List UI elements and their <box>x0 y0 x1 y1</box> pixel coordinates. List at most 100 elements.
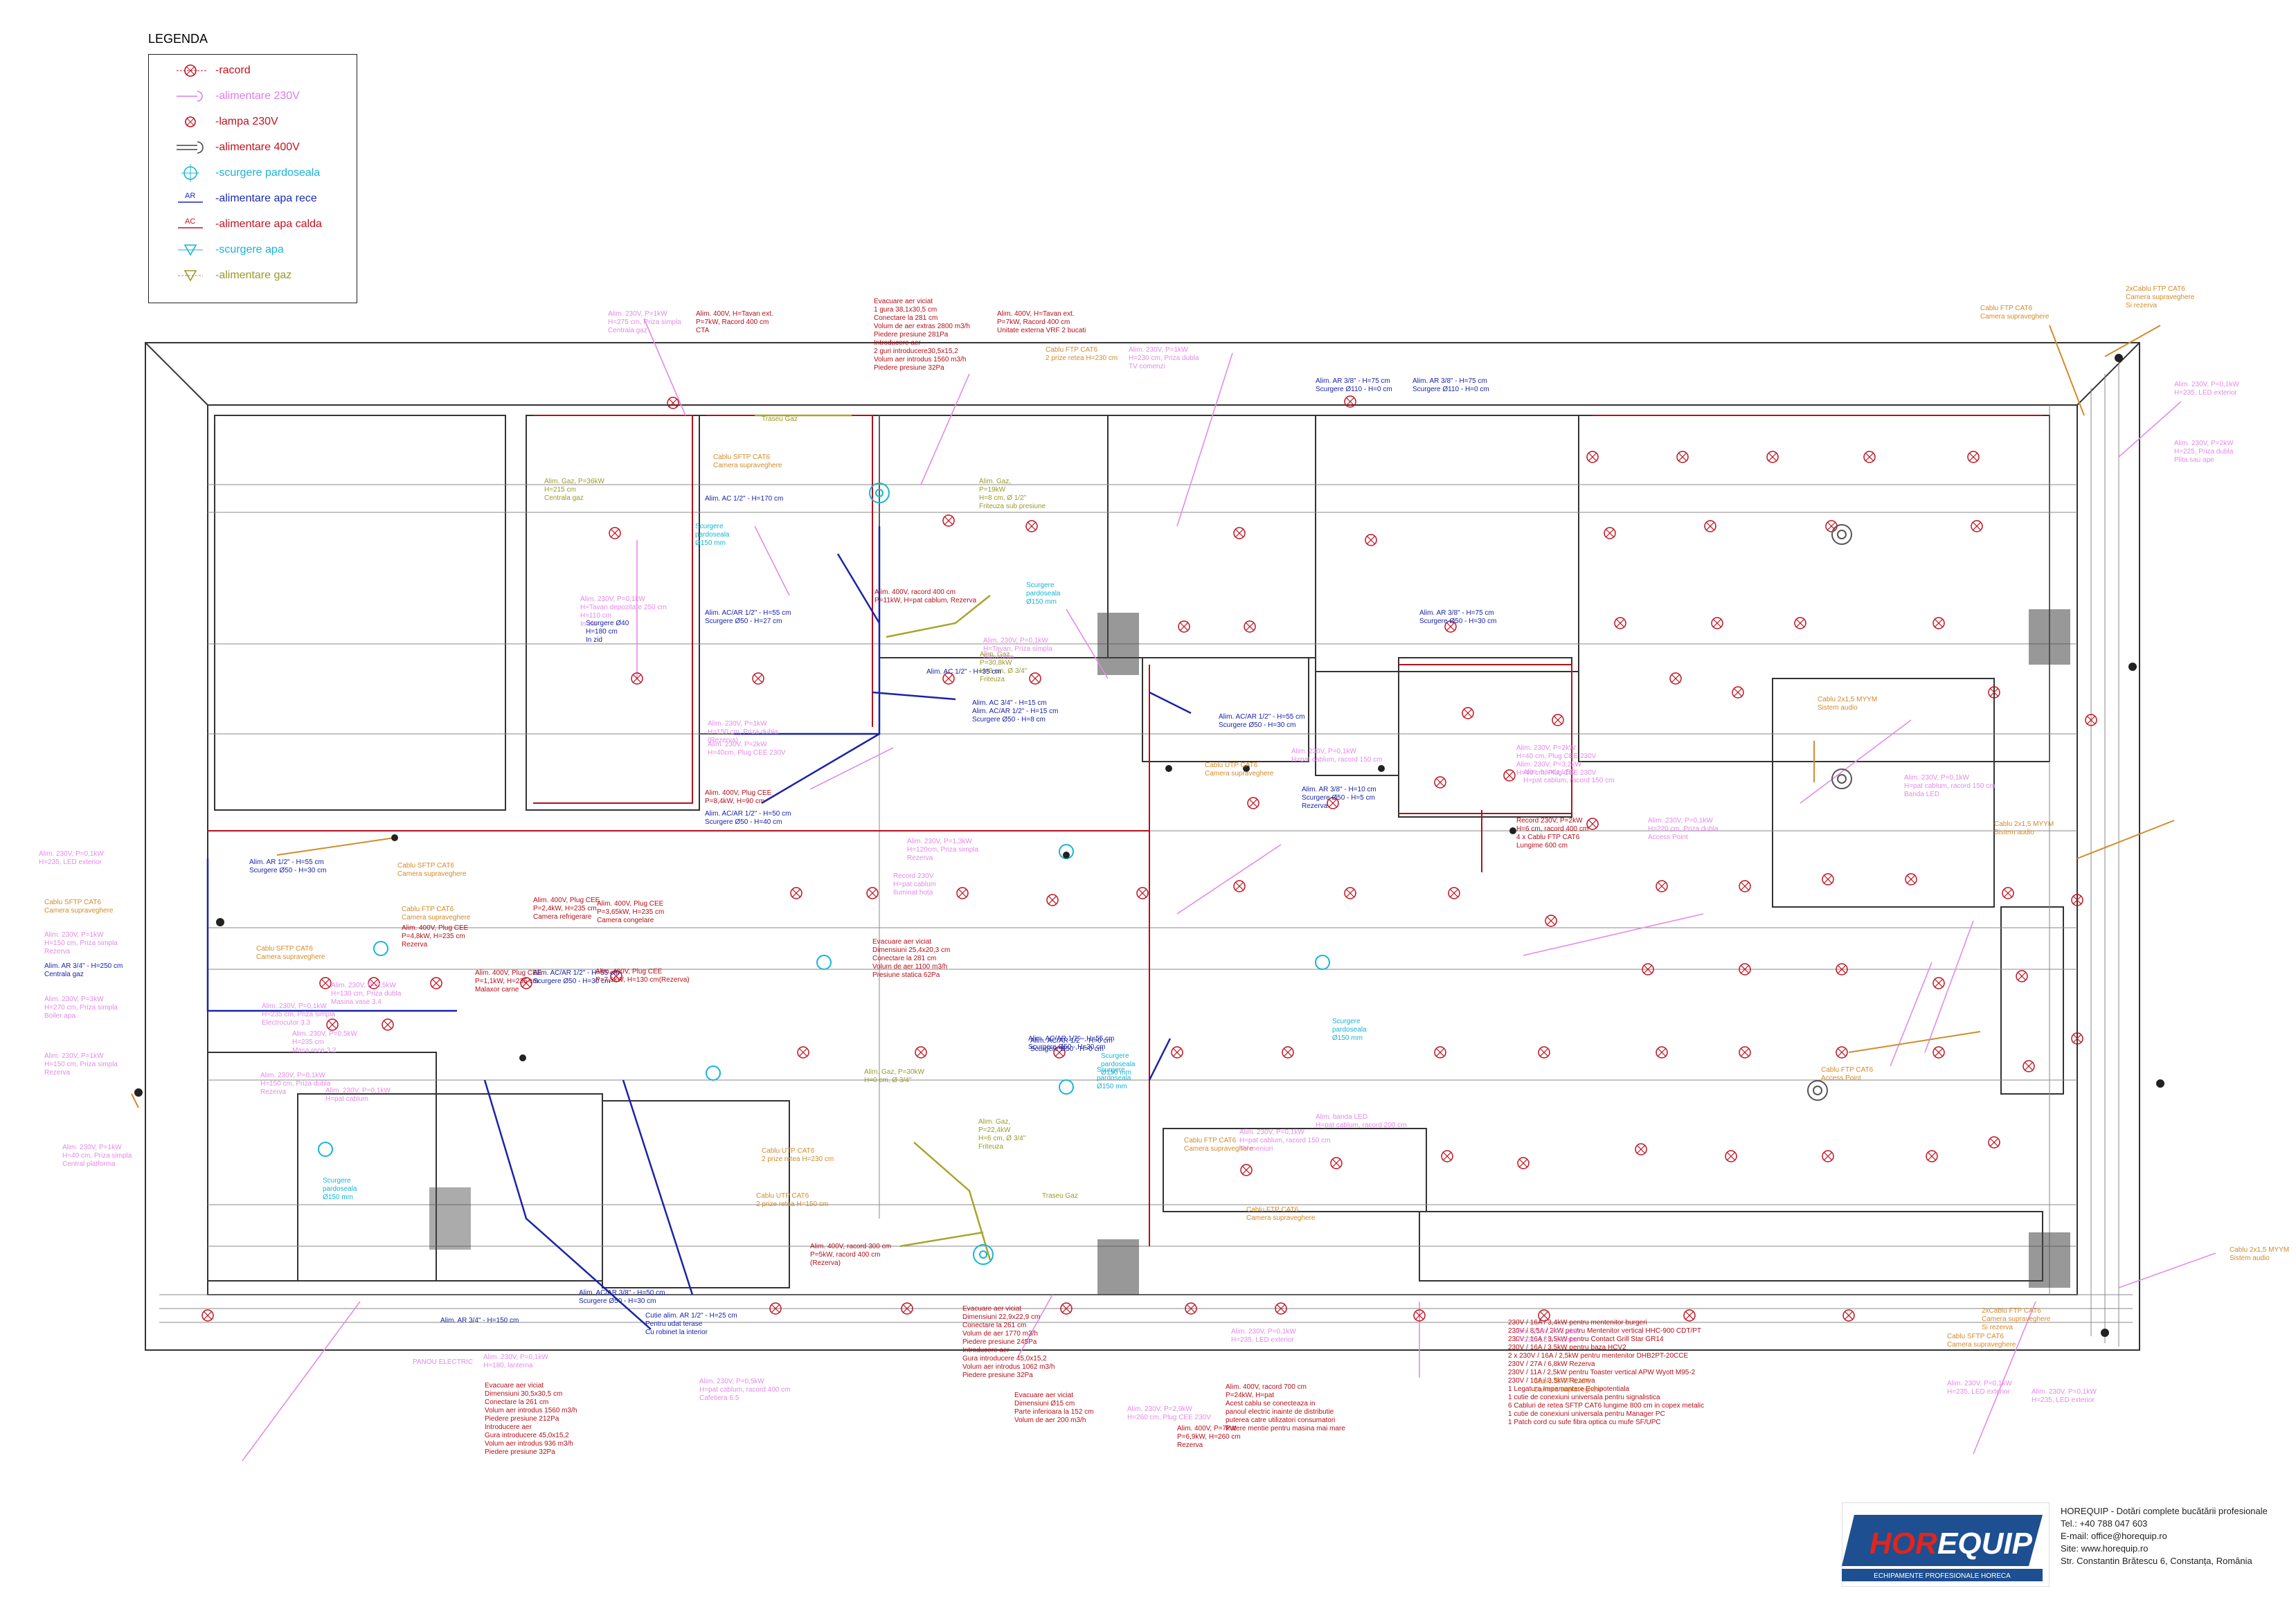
lamp-icon <box>1046 894 1059 906</box>
lamp-icon <box>1711 617 1723 629</box>
plan-annotation: Alim. 230V, P=1kW H=150 cm, Priza dubla … <box>708 720 778 744</box>
lamp-icon <box>1434 776 1446 789</box>
lamp-icon <box>1932 617 1945 629</box>
lamp-icon <box>1060 1302 1073 1315</box>
lamp-icon <box>1642 963 1654 976</box>
lamp-icon <box>866 887 879 899</box>
plan-annotation: Alim. 230V, P=0,1kW H=235 cm, Priza simp… <box>262 1003 335 1027</box>
lamp-icon <box>667 397 679 409</box>
lamp-icon <box>1794 617 1806 629</box>
lamp-icon <box>610 970 622 982</box>
legend-item: -scurgere pardoseala <box>170 164 320 182</box>
lamp-icon <box>752 672 764 685</box>
lamp-icon <box>1503 769 1516 782</box>
plan-annotation: Alim. AR 3/8" - H=75 cm Scurgere Ø50 - H… <box>1419 609 1497 625</box>
plan-annotation: Alim. 230V, P=0,1kW H=pat cablum, racord… <box>1291 748 1383 764</box>
lamp-icon <box>1739 963 1751 976</box>
plan-annotation: Alim. 400V, Plug CEE P=2,4kW, H=235 cm C… <box>533 897 600 921</box>
legend-item: AC-alimentare apa calda <box>170 215 322 233</box>
plan-annotation: 2xCablu FTP CAT6 Camera supraveghere Si … <box>1982 1307 2051 1331</box>
plan-annotation: Alim. 230V, P=0,1kW H=pat cablum, racord… <box>1239 1129 1331 1153</box>
plan-annotation: Alim. 400V, P=7kW P=6,9kW, H=260 cm Reze… <box>1177 1425 1241 1449</box>
plan-annotation: Alim. 230V, P=0,1kW H=180, lanterna <box>483 1354 548 1369</box>
plan-annotation: Scurgere pardoseala Ø150 mm <box>1332 1018 1367 1042</box>
lamp-icon <box>942 672 955 685</box>
columns <box>429 609 2070 1295</box>
plan-annotation: Alim. AC 3/4" - H=15 cm Alim. AC/AR 1/2"… <box>972 699 1059 723</box>
svg-text:EQUIP: EQUIP <box>1937 1527 2033 1561</box>
plan-annotation: Alim. AC/AR 1/2" - H=50 cm Scurgere Ø50 … <box>705 810 791 826</box>
lamp-icon <box>631 672 643 685</box>
legend-item: -lampa 230V <box>170 113 278 131</box>
lamp-symbols <box>201 395 2097 1322</box>
plan-annotation: Alim. 230V, P=3kW H=270 cm, Priza simpla… <box>44 996 118 1020</box>
legend-item: -racord <box>170 62 251 80</box>
lamp-icon <box>1448 887 1460 899</box>
lamp-icon <box>797 1046 809 1059</box>
plan-annotation: Alim. 230V, P=1kW H=40 cm, Priza simpla … <box>62 1144 132 1168</box>
plan-annotation: Alim. 400V, Plug CEE P=7,5kW, H=130 cm(R… <box>595 968 690 984</box>
plan-annotation: Evacuare aer viciat Dimensiuni Ø15 cm Pa… <box>1014 1392 1094 1424</box>
plan-annotation: Scurgere pardoseala Ø150 mm <box>323 1177 357 1201</box>
plan-annotation: Alim. 230V, P=0,5kW H=235 cm Masa rece 3… <box>292 1030 357 1054</box>
gas-lines <box>755 414 992 1261</box>
legend-item: -alimentare 230V <box>170 87 300 105</box>
plan-annotation: Evacuare aer viciat Dimensiuni 30,5x30,5… <box>485 1382 577 1456</box>
plan-annotation: Alim. 400V, racord 300 cm P=5kW, racord … <box>810 1243 891 1267</box>
plan-annotation: Alim. AC 1/2" - H=35 cm <box>926 668 1001 676</box>
lamp-icon <box>1669 672 1682 685</box>
plan-annotation: Alim. 230V, P=2kW H=40 cm, Plug CEE 230V… <box>1516 744 1597 777</box>
plan-annotation: Alim. AR 3/8" - H=75 cm Scurgere Ø110 - … <box>1412 377 1489 393</box>
plan-annotation: Alim. AC 1/2" - H=170 cm <box>705 495 784 503</box>
plan-annotation: 230V / 16A / 3,4kW pentru mentenitor bur… <box>1508 1319 1705 1426</box>
AC-icon: AC <box>170 215 214 233</box>
plan-annotation: Cablu UTP CAT6 2 prize retea H=230 cm <box>762 1147 834 1163</box>
lamp-icon <box>1586 818 1599 830</box>
plan-annotation: Cablu FTP CAT6 Camera supraveghere <box>402 906 471 922</box>
lamp-icon <box>1344 395 1356 408</box>
plan-annotation: Alim. Gaz, P=36kW H=215 cm Centrala gaz <box>544 478 604 502</box>
lamp-icon <box>790 887 802 899</box>
outlet-icon <box>170 87 214 105</box>
plan-annotation: Alim. 400V, Plug CEE P=3,65kW, H=235 cm … <box>597 900 665 924</box>
plan-annotation: Alim. 230V, P=2kW H=40cm, Plug CEE 230V <box>708 741 786 757</box>
plan-annotation: Alim. 230V, P=1kW H=150 cm, Priza simpla… <box>44 931 118 955</box>
lamp-icon <box>1967 451 1980 463</box>
lamp-icon <box>1739 880 1751 892</box>
plan-annotation: Alim. 400V, H=Tavan ext. P=7kW, Racord 4… <box>997 310 1086 334</box>
lamp-icon <box>1282 1046 1294 1059</box>
lamp-icon <box>1614 617 1626 629</box>
plan-annotation: Cablu SFTP CAT6 Camera supraveghere <box>44 899 114 915</box>
lamp-icon <box>915 1046 927 1059</box>
legend-label: -alimentare gaz <box>215 269 292 281</box>
plan-annotation: Evacuare aer viciat Dimensiuni 22,9x22,9… <box>962 1305 1055 1379</box>
svg-text:AC: AC <box>185 217 195 226</box>
lamp-icon <box>2016 970 2028 982</box>
lamp-icon <box>1462 707 1474 719</box>
lamp-icon <box>1330 1157 1343 1169</box>
lamp-icon <box>609 527 621 539</box>
lamp-icon <box>326 1018 339 1031</box>
plan-annotation: Cablu FTP CAT6 2 prize retea H=230 cm <box>1046 346 1118 362</box>
legend-title: LEGENDA <box>148 32 208 46</box>
lamp-icon <box>1517 1157 1530 1169</box>
lamp-icon <box>1327 797 1339 809</box>
plan-annotation: Alim. AR 1/2" - H=55 cm Scurgere Ø50 - H… <box>249 859 327 874</box>
plan-annotation: Alim. 230V, P=0,5kW H=pat cablum, racord… <box>699 1378 791 1402</box>
plan-annotation: Alim. Gaz, P=30,8kW H=8 cm, Ø 3/4" Frite… <box>980 651 1028 683</box>
plan-annotation: Alim. 230V, P=0,1kW H=235, LED exterior <box>1231 1328 1296 1344</box>
plan-annotation: Alim. 230V, P=0,1kW H=Tavan depozitare 2… <box>580 595 667 628</box>
lamp-icon <box>1836 1046 1848 1059</box>
plan-annotation: Alim. AR 3/8" - H=10 cm Scurgere Ø50 - H… <box>1302 786 1376 810</box>
lamp-icon <box>1683 1309 1696 1322</box>
plan-annotation: Alim. AR 3/8" - H=75 cm Scurgere Ø110 - … <box>1316 377 1392 393</box>
lamp-icon <box>2085 714 2097 726</box>
plan-annotation: Evacuare aer viciat Dimensiuni 25,4x20,3… <box>872 938 951 979</box>
plan-annotation: Alim. banda LED H=pat cablum, racord 200… <box>1316 1113 1407 1129</box>
lamp-icon <box>1434 1046 1446 1059</box>
plan-annotation: Cablu SFTP CAT6 Camera supraveghere <box>1947 1333 2016 1349</box>
circle-x-icon <box>170 62 214 80</box>
230v-leader-lines <box>242 318 2216 1462</box>
lamp-icon <box>1739 1046 1751 1059</box>
plan-annotation: Record 230V, P=2kW H=6 cm, racord 400 cm… <box>1516 817 1589 850</box>
